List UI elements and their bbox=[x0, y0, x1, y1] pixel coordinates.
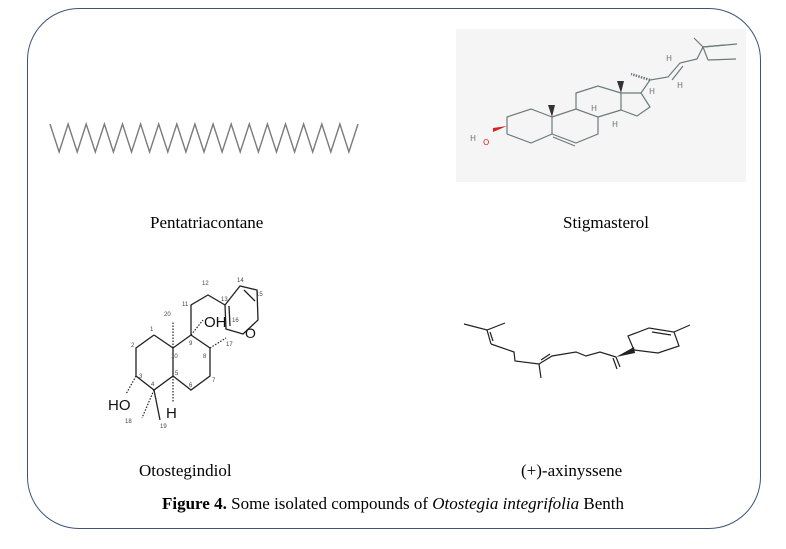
methyl-wedge-18 bbox=[617, 81, 624, 93]
stigmasterol-image bbox=[456, 29, 746, 182]
atom-number: 15 bbox=[256, 292, 263, 298]
atom-number: 16 bbox=[232, 318, 239, 324]
caption-species: Otostegia integrifolia bbox=[432, 494, 580, 513]
atom-number: 3 bbox=[139, 374, 143, 380]
atom-number: 19 bbox=[160, 424, 167, 430]
atom-number: 13 bbox=[221, 297, 228, 303]
caption-text: Some isolated compounds of bbox=[226, 494, 433, 513]
atom-number: 7 bbox=[212, 378, 216, 384]
stig-h-23: H bbox=[677, 81, 683, 90]
label-otostegindiol: Otostegindiol bbox=[139, 461, 232, 480]
atom-number: 11 bbox=[182, 302, 189, 308]
atom-number: 2 bbox=[131, 343, 135, 349]
atom-number: 1 bbox=[150, 327, 154, 333]
atom-number: 6 bbox=[189, 383, 193, 389]
oto-h-label: H bbox=[166, 405, 177, 422]
figure-caption: Figure 4. Some isolated compounds of Oto… bbox=[0, 494, 786, 514]
atom-number: 9 bbox=[189, 341, 193, 347]
oto-furan-o: O bbox=[245, 325, 256, 341]
caption-prefix: Figure 4. bbox=[162, 494, 227, 513]
stig-h-14: H bbox=[612, 120, 618, 129]
atom-number: 17 bbox=[226, 342, 233, 348]
hydroxyl-wedge bbox=[493, 126, 507, 132]
atom-number: 5 bbox=[175, 371, 179, 377]
stig-h-22: H bbox=[666, 54, 672, 63]
label-axinyssene: (+)-axinyssene bbox=[521, 461, 623, 480]
atom-number: 10 bbox=[171, 354, 178, 360]
stig-hydroxyl-h: H bbox=[470, 134, 476, 143]
figure-frame bbox=[27, 8, 761, 529]
label-stigmasterol: Stigmasterol bbox=[563, 213, 649, 232]
atom-number: 18 bbox=[125, 419, 132, 425]
atom-number: 8 bbox=[203, 354, 207, 360]
atom-number: 14 bbox=[237, 278, 244, 284]
atom-number: 12 bbox=[202, 281, 209, 287]
ring-b bbox=[551, 108, 599, 144]
methyl-wedge-19 bbox=[548, 105, 555, 117]
ring-c bbox=[575, 85, 622, 118]
ring-d bbox=[620, 92, 651, 117]
stig-hydroxyl-o: O bbox=[483, 138, 489, 147]
label-pentatriacontane: Pentatriacontane bbox=[150, 213, 264, 232]
atom-number: 20 bbox=[164, 312, 171, 318]
stig-h-17: H bbox=[649, 87, 655, 96]
atom-number: 4 bbox=[151, 382, 155, 388]
caption-suffix: Benth bbox=[579, 494, 624, 513]
oto-ho-label: HO bbox=[108, 397, 131, 414]
alkane-chain bbox=[49, 121, 359, 155]
stereo-wedge bbox=[616, 347, 635, 357]
stig-h-9: H bbox=[591, 104, 597, 113]
oto-oh-label: OH bbox=[204, 314, 227, 331]
